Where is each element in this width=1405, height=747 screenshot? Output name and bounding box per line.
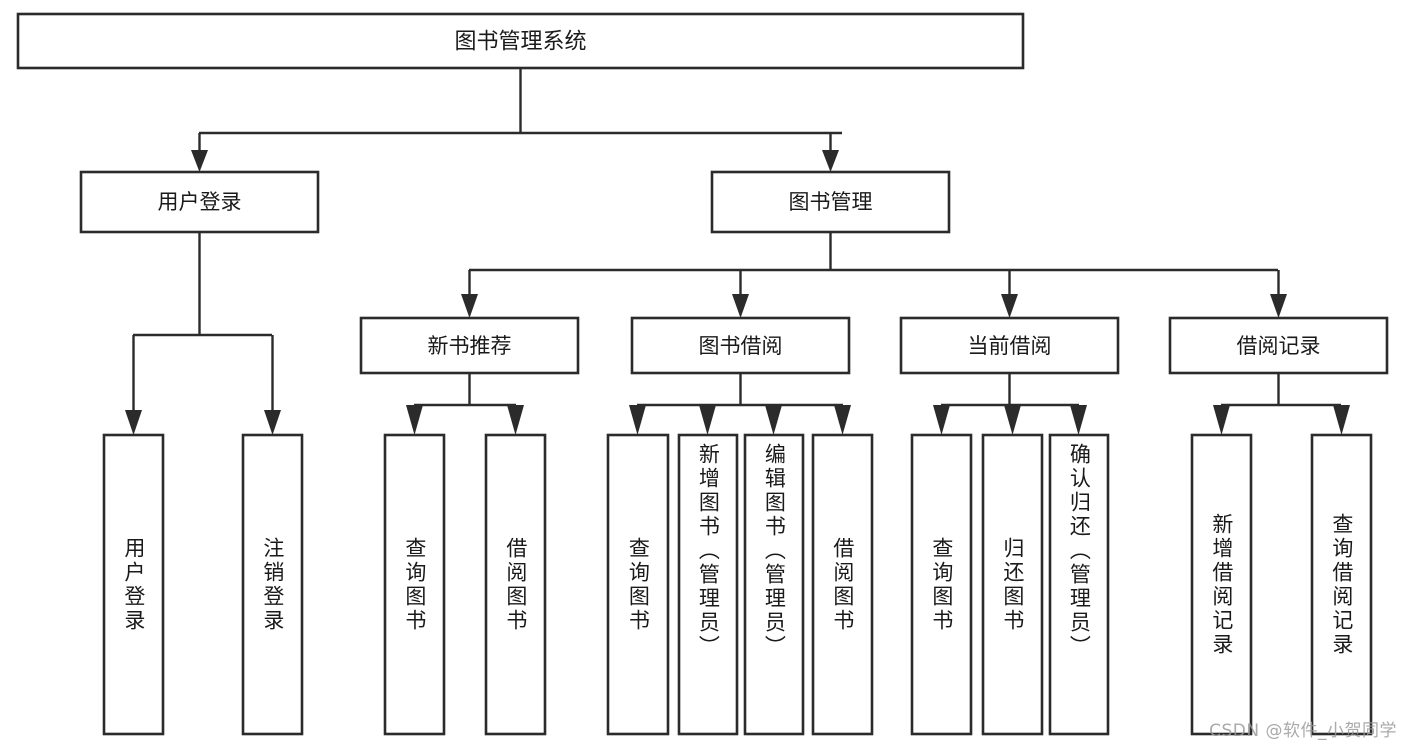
leaf-query-record-box[interactable] [1310,433,1373,736]
leaf-query-book-3-box[interactable] [910,433,973,736]
arrow-to-current-borrow [1001,294,1018,318]
arrow-to-book-manage [822,150,839,172]
leaf-borrow-book-2-box[interactable] [811,433,874,736]
arrow-to-book-borrow [732,294,749,318]
node-book-manage-box[interactable] [710,170,951,234]
arrow-to-borrow-record [1270,294,1287,318]
node-book-borrow[interactable]: 图书借阅 [630,316,851,375]
arrow-leaf-confirm-return [1070,405,1087,435]
arrow-leaf-user-login [125,410,142,435]
node-new-book-recommend-label: 新书推荐 [428,334,512,358]
leaf-add-record-box[interactable] [1190,433,1253,736]
leaf-user-login-box[interactable] [102,433,165,736]
leaf-add-book-box[interactable] [677,433,739,736]
arrow-leaf-borrow-book-2 [834,405,851,435]
node-user-login[interactable]: 用户登录 [79,170,320,234]
node-book-borrow-box[interactable] [630,316,851,375]
leaf-borrow-book-1-box[interactable] [484,433,547,736]
leaf-return-book-box[interactable] [981,433,1044,736]
arrow-leaf-return-book [1004,405,1021,435]
arrow-leaf-query-book-2 [629,405,646,435]
arrow-leaf-logout [264,410,281,435]
arrow-leaf-add-book [699,405,716,435]
node-user-login-box[interactable] [79,170,320,234]
node-book-manage-label: 图书管理 [789,190,873,214]
arrow-leaf-query-book-3 [933,405,950,435]
arrow-leaf-edit-book [765,405,782,435]
node-book-manage[interactable]: 图书管理 [710,170,951,234]
node-root-label: 图书管理系统 [454,30,586,55]
arrow-leaf-query-book-1 [406,405,423,435]
leaf-query-book-1-box[interactable] [383,433,446,736]
leaf-edit-book-box[interactable] [743,433,805,736]
node-current-borrow-box[interactable] [899,316,1120,375]
leaf-confirm-return-box[interactable] [1048,433,1110,736]
node-root-box[interactable] [16,12,1025,70]
arrow-leaf-add-record [1213,405,1230,435]
node-root[interactable]: 图书管理系统 [16,12,1025,70]
csdn-watermark: CSDN @软件_小贺同学 [1209,721,1397,741]
node-user-login-label: 用户登录 [158,190,242,214]
node-new-book-recommend-box[interactable] [359,316,580,375]
node-new-book-recommend[interactable]: 新书推荐 [359,316,580,375]
connector-layer [125,68,1350,435]
arrow-leaf-query-record [1333,405,1350,435]
node-borrow-record-box[interactable] [1168,316,1389,375]
leaf-logout-box[interactable] [241,433,304,736]
arrow-leaf-borrow-book-1 [507,405,524,435]
arrow-to-new-book-recommend [461,294,478,318]
node-current-borrow-label: 当前借阅 [968,334,1052,358]
leaf-box-layer [102,433,1373,736]
node-borrow-record[interactable]: 借阅记录 [1168,316,1389,375]
node-current-borrow[interactable]: 当前借阅 [899,316,1120,375]
node-book-borrow-label: 图书借阅 [699,334,783,358]
arrow-to-user-login [191,150,208,172]
node-borrow-record-label: 借阅记录 [1237,334,1321,358]
leaf-query-book-2-box[interactable] [606,433,670,736]
